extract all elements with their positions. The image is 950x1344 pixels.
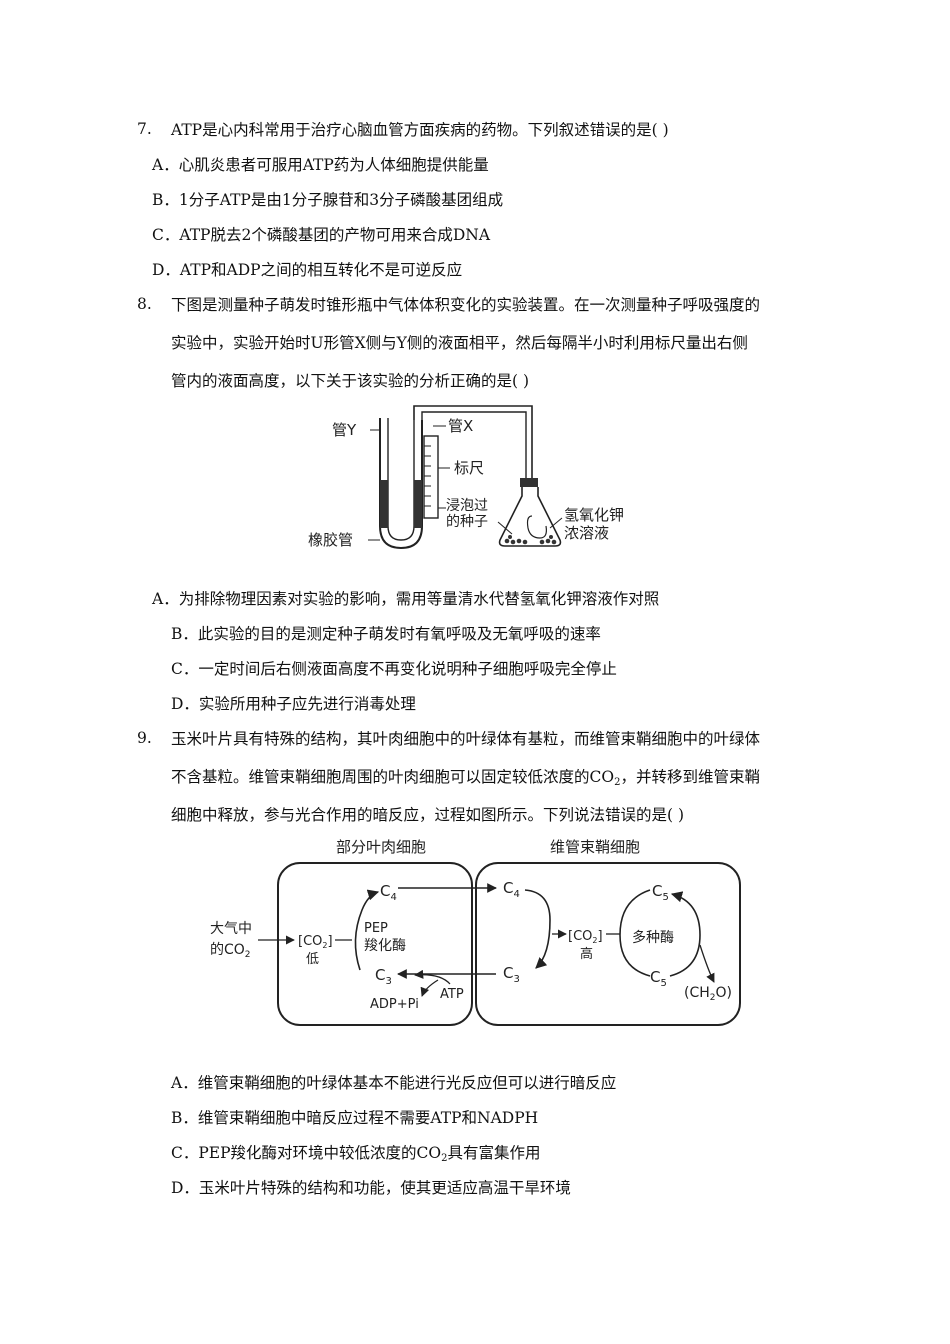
u-tube-outer xyxy=(379,418,423,550)
bundle-sheath-cell-outline xyxy=(475,862,741,1026)
question-8-stem-line-1: 下图是测量种子萌发时锥形瓶中气体体积变化的实验装置。在一次测量种子呼吸强度的 xyxy=(171,296,761,314)
question-8-option-d: D．实验所用种子应先进行消毒处理 xyxy=(171,695,416,713)
label-rubber-tube: 橡胶管 xyxy=(308,531,353,549)
label-adp-pi: ADP+Pi xyxy=(370,997,419,1012)
koh-beaker xyxy=(526,515,547,539)
respiration-apparatus-figure: 管Y 管X 标尺 浸泡过 的种子 氢氧化钾 浓溶液 橡胶管 xyxy=(308,405,624,550)
mesophyll-cell-outline xyxy=(277,862,473,1026)
label-enzymes: 多种酶 xyxy=(632,929,674,946)
label-high: 高 xyxy=(580,946,593,962)
label-mesophyll-cell: 部分叶肉细胞 xyxy=(336,838,426,856)
label-bundle-sheath-cell: 维管束鞘细胞 xyxy=(550,838,640,856)
question-7-number: 7. xyxy=(137,120,152,138)
label-seeds-line2: 的种子 xyxy=(446,514,488,530)
question-9-option-b: B．维管束鞘细胞中暗反应过程不需要ATP和NADPH xyxy=(171,1109,539,1127)
question-9-option-a: A．维管束鞘细胞的叶绿体基本不能进行光反应但可以进行暗反应 xyxy=(171,1074,617,1092)
conical-flask xyxy=(498,487,562,547)
label-low: 低 xyxy=(306,952,319,967)
connecting-pipe-inner xyxy=(421,411,527,478)
label-ruler: 标尺 xyxy=(454,459,484,477)
label-c5-bottom: C5 xyxy=(650,968,667,989)
question-7-option-c: C．ATP脱去2个磷酸基团的产物可用来合成DNA xyxy=(152,226,491,244)
label-c4-bundle-sheath: C4 xyxy=(503,879,520,900)
label-c3-bundle-sheath: C3 xyxy=(503,964,520,985)
question-8-stem-line-2: 实验中，实验开始时U形管X侧与Y侧的液面相平，然后每隔半小时利用标尺量出右侧 xyxy=(171,334,748,352)
label-pep-carboxylase: 羧化酶 xyxy=(364,938,406,954)
u-tube-inner xyxy=(387,418,415,541)
label-pep: PEP xyxy=(364,921,388,936)
label-c4-mesophyll: C4 xyxy=(380,882,397,903)
question-9-stem-line-1: 玉米叶片具有特殊的结构，其叶肉细胞中的叶绿体有基粒，而维管束鞘细胞中的叶绿体 xyxy=(171,730,761,748)
question-9-number: 9. xyxy=(137,729,152,747)
label-c5-top: C5 xyxy=(652,882,669,903)
label-co2-low: [CO2] xyxy=(298,934,333,950)
label-c3-mesophyll: C3 xyxy=(375,966,392,987)
question-8-option-a: A．为排除物理因素对实验的影响，需用等量清水代替氢氧化钾溶液作对照 xyxy=(152,590,660,608)
question-8-option-b: B．此实验的目的是测定种子萌发时有氧呼吸及无氧呼吸的速率 xyxy=(171,625,601,643)
question-8-number: 8. xyxy=(137,295,152,313)
liquid-y-side xyxy=(380,480,388,528)
label-tube-y: 管Y xyxy=(332,421,357,439)
label-seeds-line1: 浸泡过 xyxy=(446,498,488,514)
question-7-option-a: A．心肌炎患者可服用ATP药为人体细胞提供能量 xyxy=(152,156,489,174)
question-8-option-c: C．一定时间后右侧液面高度不再变化说明种子细胞呼吸完全停止 xyxy=(171,660,617,678)
label-atp: ATP xyxy=(440,987,464,1002)
label-ch2o: (CH2O) xyxy=(684,985,732,1003)
question-9-stem-line-2: 不含基粒。维管束鞘细胞周围的叶肉细胞可以固定较低浓度的CO2，并转移到维管束鞘 xyxy=(171,768,760,788)
flask-stopper xyxy=(520,478,538,487)
question-7-option-d: D．ATP和ADP之间的相互转化不是可逆反应 xyxy=(152,261,463,279)
label-co2-high: [CO2] xyxy=(568,929,603,945)
question-7-option-b: B．1分子ATP是由1分子腺苷和3分子磷酸基团组成 xyxy=(152,191,504,209)
question-9-stem-line-3: 细胞中释放，参与光合作用的暗反应，过程如图所示。下列说法错误的是( ) xyxy=(171,806,685,824)
liquid-x-side xyxy=(414,480,422,528)
label-koh-line1: 氢氧化钾 xyxy=(564,506,624,524)
c4-pathway-figure: 部分叶肉细胞 维管束鞘细胞 大气中 的CO2 [CO2] 低 C4 PEP 羧化… xyxy=(210,838,741,1026)
label-atmospheric-co2-line2: 的CO2 xyxy=(210,942,251,960)
question-8-stem-line-3: 管内的液面高度，以下关于该实验的分析正确的是( ) xyxy=(171,372,530,390)
question-9-option-c: C．PEP羧化酶对环境中较低浓度的CO2具有富集作用 xyxy=(171,1144,541,1164)
question-9-option-d: D．玉米叶片特殊的结构和功能，使其更适应高温干旱环境 xyxy=(171,1179,571,1197)
connecting-pipe xyxy=(413,405,533,478)
label-tube-x: 管X xyxy=(448,417,473,435)
ruler xyxy=(423,435,439,519)
question-7-stem: ATP是心内科常用于治疗心脑血管方面疾病的药物。下列叙述错误的是( ) xyxy=(171,121,669,139)
label-koh-line2: 浓溶液 xyxy=(564,524,609,542)
label-atmospheric-co2-line1: 大气中 xyxy=(210,921,252,937)
